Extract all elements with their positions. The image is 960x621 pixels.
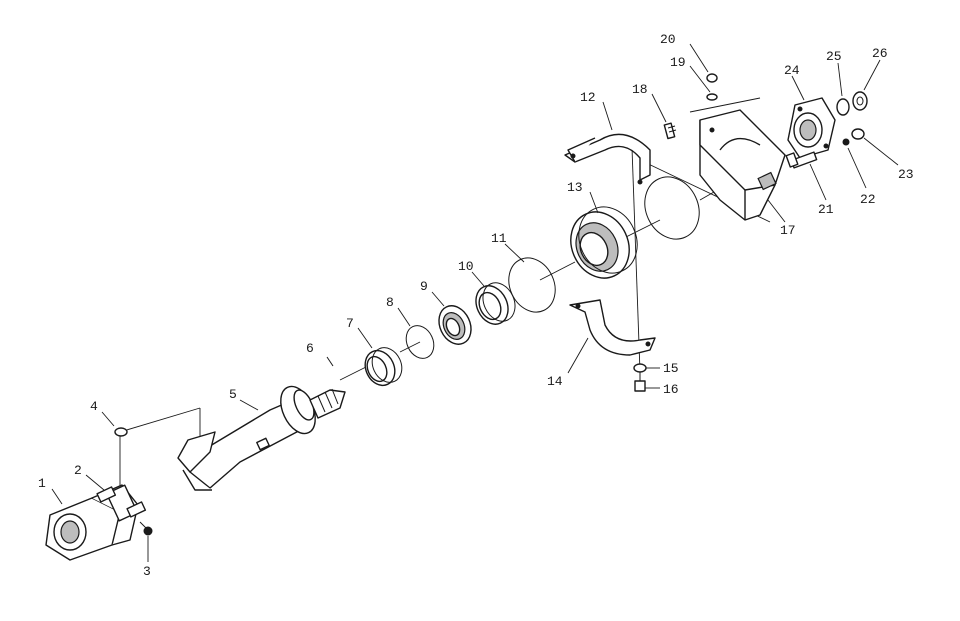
- washer: [633, 363, 647, 373]
- snap-ring: [405, 325, 435, 359]
- lock-nut: [852, 91, 868, 111]
- bearing-retainer: [475, 282, 516, 325]
- assembly-axis-lines: [119, 97, 771, 488]
- spline-shaft-marker: [326, 356, 334, 367]
- callout-10: 10: [458, 259, 474, 274]
- thrust-washer: [836, 98, 850, 116]
- flange-bolt: [785, 151, 818, 169]
- callout-21: 21: [818, 202, 834, 217]
- snap-ring-small: [114, 427, 128, 437]
- callout-17: 17: [780, 223, 796, 238]
- rear-flange: [787, 97, 836, 159]
- callout-labels: 1 2 3 4 5 6 7 8 9 10 11 12 13 14 15 16 1…: [38, 32, 914, 579]
- callout-11: 11: [491, 231, 507, 246]
- callout-7: 7: [346, 316, 354, 331]
- callout-4: 4: [90, 399, 98, 414]
- dust-seal: [364, 347, 403, 387]
- small-bolt: [663, 122, 677, 140]
- center-bearing-cushion: [570, 206, 638, 279]
- callout-12: 12: [580, 90, 596, 105]
- o-ring-large: [508, 257, 556, 313]
- callout-20: 20: [660, 32, 676, 47]
- ball-bearing: [438, 305, 472, 345]
- callout-13: 13: [567, 180, 583, 195]
- flange-nut: [851, 128, 865, 140]
- callout-5: 5: [229, 387, 237, 402]
- callout-leaders: [51, 43, 899, 562]
- callout-1: 1: [38, 476, 46, 491]
- callout-3: 3: [143, 564, 151, 579]
- nut-small: [706, 73, 718, 83]
- callout-6: 6: [306, 341, 314, 356]
- callout-16: 16: [663, 382, 679, 397]
- seal-ring: [644, 176, 700, 240]
- callout-22: 22: [860, 192, 876, 207]
- propeller-shaft-tube: [177, 385, 346, 491]
- lower-bracket-half: [569, 299, 656, 356]
- callout-26: 26: [872, 46, 888, 61]
- callout-23: 23: [898, 167, 914, 182]
- upper-bracket-half: [564, 133, 651, 185]
- callout-14: 14: [547, 374, 563, 389]
- lock-washer: [706, 93, 718, 101]
- callout-19: 19: [670, 55, 686, 70]
- callout-18: 18: [632, 82, 648, 97]
- grease-nipple: [139, 521, 153, 536]
- callout-8: 8: [386, 295, 394, 310]
- small-washer: [842, 138, 850, 146]
- callout-25: 25: [826, 49, 842, 64]
- callout-9: 9: [420, 279, 428, 294]
- universal-joint-cross: [96, 484, 147, 522]
- callout-15: 15: [663, 361, 679, 376]
- bolt: [634, 372, 646, 392]
- callout-2: 2: [74, 463, 82, 478]
- center-support-bracket: [699, 109, 786, 221]
- callout-24: 24: [784, 63, 800, 78]
